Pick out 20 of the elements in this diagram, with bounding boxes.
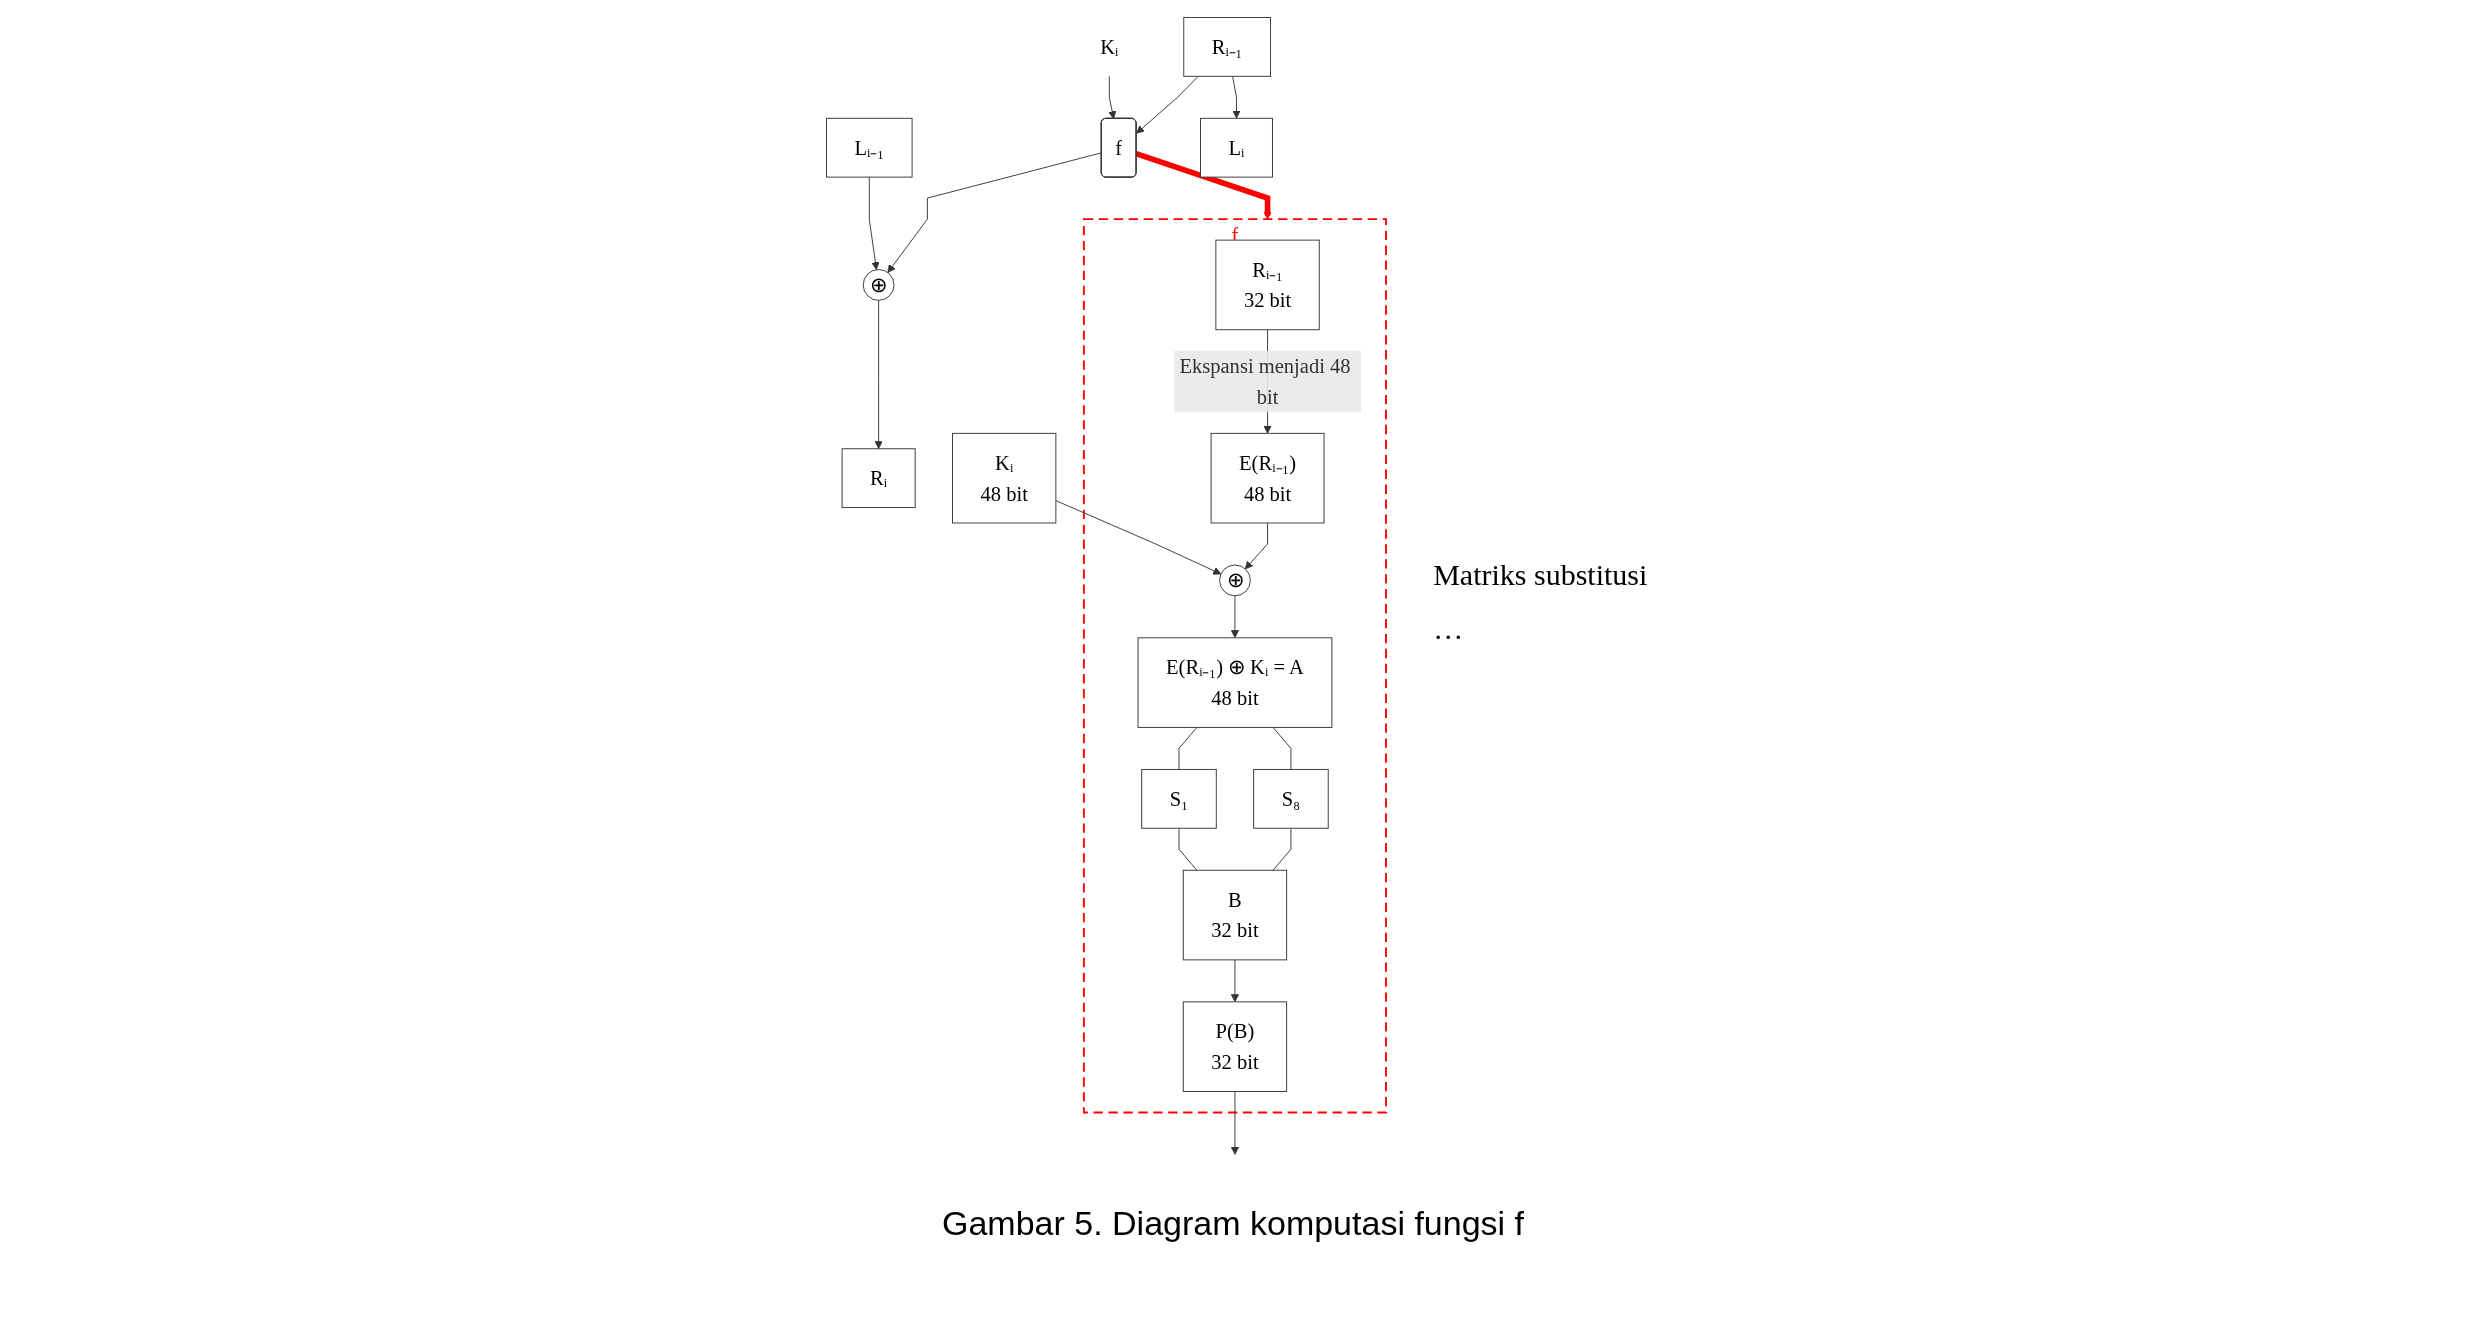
node-circle: ⊕ [862,269,895,301]
node-box: E(Rᵢ₋₁) 48 bit [1210,432,1325,524]
note-text: Matriks substitusi [1433,558,1648,592]
edge-label: Ekspansi menjadi 48 bit [1179,354,1351,409]
note-text: … [1433,612,1465,646]
node-box: P(B) 32 bit [1182,1001,1287,1092]
node-box: Lᵢ₋₁ [825,117,913,178]
node-box: S₈ [1252,768,1329,829]
node-box: B 32 bit [1182,869,1287,961]
node-box: Lᵢ [1199,117,1273,178]
node-box: Rᵢ₋₁ 32 bit [1215,239,1320,331]
node-box: S₁ [1140,768,1217,829]
node-box: Rᵢ [841,448,916,509]
node-box: E(Rᵢ₋₁) ⊕ Kᵢ = A 48 bit [1137,637,1332,728]
figure-caption: Gambar 5. Diagram komputasi fungsi f [942,1204,1524,1243]
arrow [1134,150,1272,220]
node-text: Kᵢ [1099,35,1119,59]
node-box: Rᵢ₋₁ [1182,17,1271,77]
node-box: Kᵢ 48 bit [951,432,1056,524]
node-circle: ⊕ [1218,564,1251,597]
